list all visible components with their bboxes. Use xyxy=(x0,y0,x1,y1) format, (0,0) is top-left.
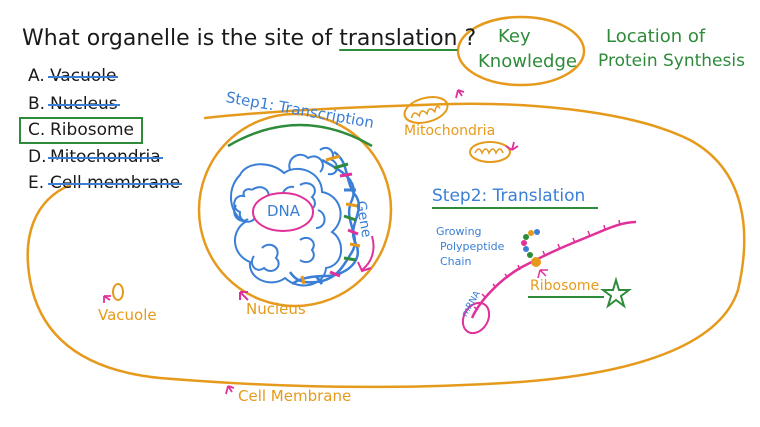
dna-oval xyxy=(252,192,314,232)
mrna-strand xyxy=(470,219,637,319)
cell-membrane-label: Cell Membrane xyxy=(238,387,352,405)
question-term: translation xyxy=(339,26,458,51)
nucleus-arrow xyxy=(239,291,249,301)
nucleus-green-arc xyxy=(227,123,373,148)
option-d-text: Mitochondria xyxy=(50,147,161,167)
option-c-text: Ribosome xyxy=(50,120,135,140)
vacuole-shape xyxy=(112,283,124,301)
polypeptide-line1: Growing xyxy=(436,225,482,238)
ribosome-label: Ribosome xyxy=(530,278,600,294)
star-icon xyxy=(600,276,632,309)
option-c[interactable]: C.Ribosome xyxy=(18,117,144,144)
mito-arrow-2 xyxy=(505,141,519,151)
option-b[interactable]: B.Nucleus xyxy=(28,96,118,113)
option-d[interactable]: D.Mitochondria xyxy=(28,149,161,166)
option-a[interactable]: A.Vacuole xyxy=(28,68,116,85)
nucleus-outline xyxy=(197,112,393,308)
key-knowledge-line1: Key xyxy=(498,26,531,47)
dna-label: DNA xyxy=(267,202,301,220)
option-a-label: A. xyxy=(28,66,45,86)
polypeptide-line2: Polypeptide xyxy=(440,240,505,253)
cell-membrane-outline xyxy=(26,102,746,389)
option-e-text: Cell membrane xyxy=(50,173,181,193)
option-e-label: E. xyxy=(28,173,45,193)
question-prefix: What organelle is the site of xyxy=(22,26,333,51)
option-c-label: C. xyxy=(28,120,46,140)
vacuole-label: Vacuole xyxy=(98,306,157,324)
gene-arrow xyxy=(361,235,375,271)
ribosome-dot xyxy=(531,257,541,267)
step2-label: Step2: Translation xyxy=(432,186,586,206)
polypeptide-chain xyxy=(521,229,540,258)
polypeptide-line3: Chain xyxy=(440,255,472,268)
option-e[interactable]: E.Cell membrane xyxy=(28,175,180,192)
mrna-oval xyxy=(461,301,491,335)
nucleus-label: Nucleus xyxy=(246,300,306,318)
question-text: What organelle is the site of translatio… xyxy=(22,28,476,50)
option-b-text: Nucleus xyxy=(50,94,118,114)
option-a-text: Vacuole xyxy=(50,66,117,86)
mito-arrow-1 xyxy=(455,89,465,99)
mitochondria-label: Mitochondria xyxy=(404,123,496,139)
key-knowledge-line2: Knowledge xyxy=(478,51,577,72)
option-b-label: B. xyxy=(28,94,46,114)
mitochondrion-1 xyxy=(403,96,449,124)
option-d-label: D. xyxy=(28,147,47,167)
key-knowledge-oval xyxy=(456,15,586,87)
location-title-line1: Location of xyxy=(606,26,706,47)
location-title-line2: Protein Synthesis xyxy=(598,51,745,71)
mitochondrion-2 xyxy=(469,141,511,163)
gene-helix xyxy=(288,150,361,286)
question-mark: ? xyxy=(464,26,477,51)
